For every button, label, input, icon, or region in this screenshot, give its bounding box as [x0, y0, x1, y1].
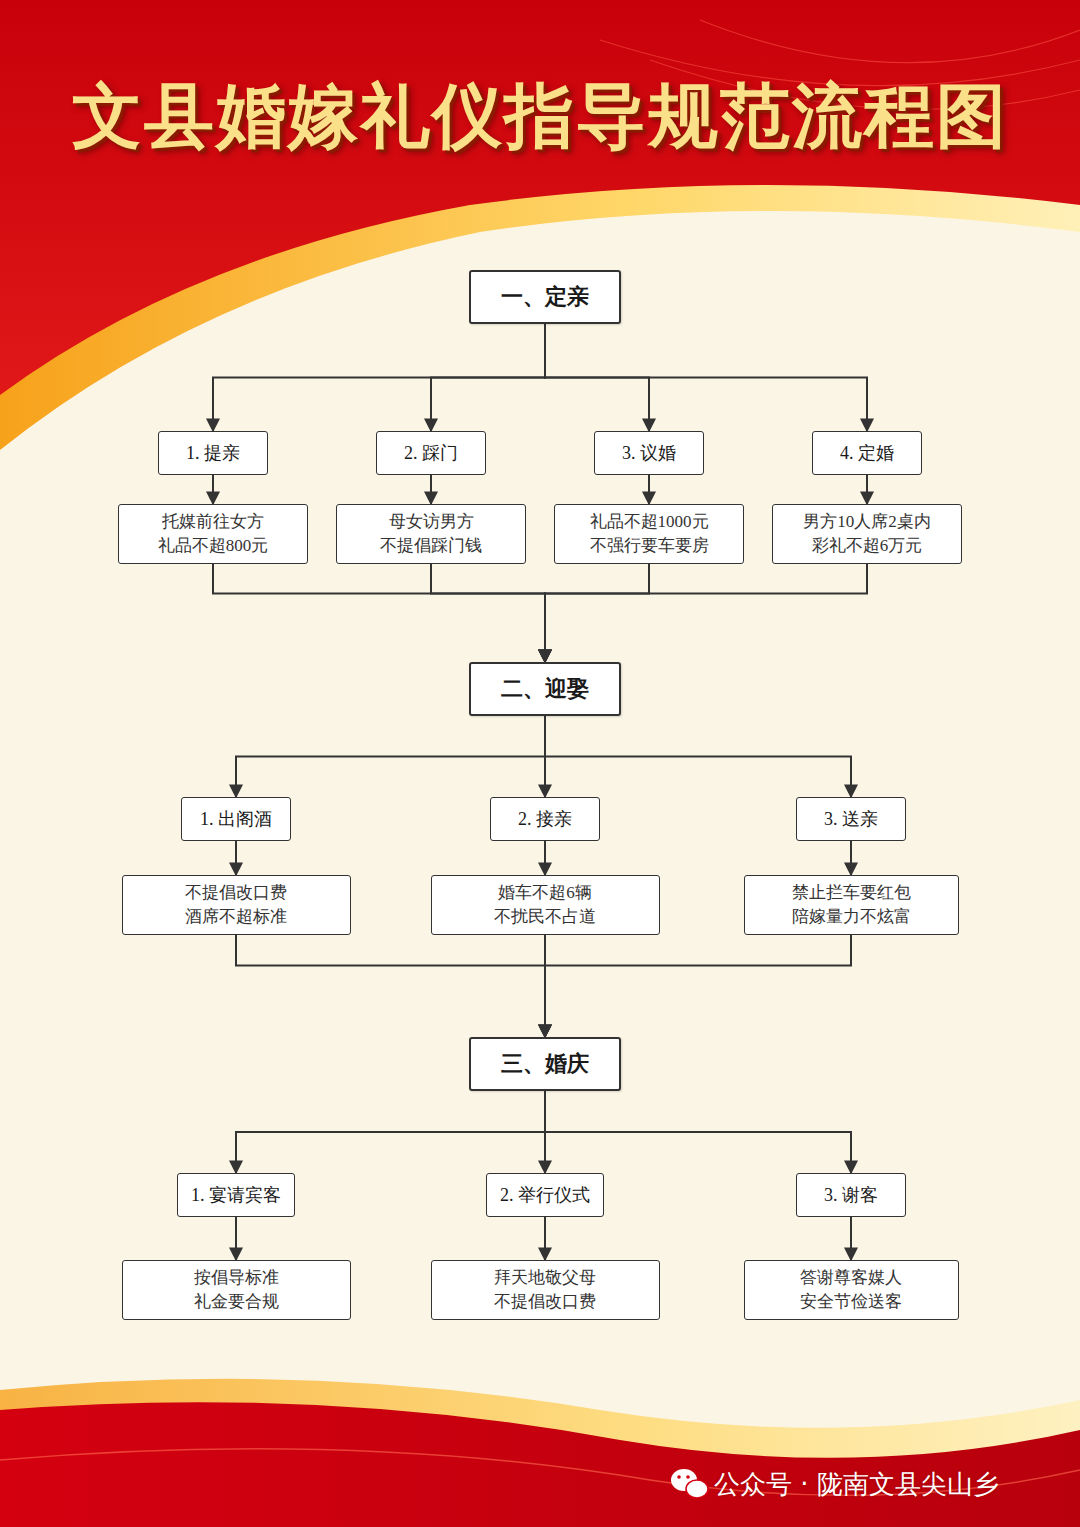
box-text: 1. 提亲 — [186, 441, 240, 465]
step-box: 1. 宴请宾客 — [177, 1173, 295, 1217]
box-text: 禁止拦车要红包 陪嫁量力不炫富 — [775, 881, 928, 929]
rule-box: 男方10人席2桌内 彩礼不超6万元 — [772, 504, 962, 564]
flow-connector — [545, 324, 867, 431]
step-box: 2. 踩门 — [376, 431, 486, 475]
box-text: 1. 出阁酒 — [200, 807, 272, 831]
step-box: 4. 定婚 — [812, 431, 922, 475]
rule-box: 托媒前往女方 礼品不超800元 — [118, 504, 308, 564]
box-text: 2. 举行仪式 — [500, 1183, 590, 1207]
box-text: 3. 议婚 — [622, 441, 676, 465]
box-text: 3. 谢客 — [824, 1183, 878, 1207]
box-text: 3. 送亲 — [824, 807, 878, 831]
watermark: 公众号 · 陇南文县尖山乡 — [714, 1467, 999, 1502]
flow-connector — [236, 716, 545, 797]
rule-box: 礼品不超1000元 不强行要车要房 — [554, 504, 744, 564]
flow-connector — [213, 564, 545, 662]
flow-connector — [545, 564, 649, 662]
box-text: 男方10人席2桌内 彩礼不超6万元 — [791, 510, 944, 558]
box-text: 三、婚庆 — [501, 1049, 589, 1079]
box-text: 婚车不超6辆 不扰民不占道 — [469, 881, 622, 929]
box-text: 二、迎娶 — [501, 674, 589, 704]
flow-connector — [236, 935, 545, 1037]
rule-box: 拜天地敬父母 不提倡改口费 — [431, 1260, 660, 1320]
flow-connector — [866, 475, 868, 504]
flow-connector — [545, 564, 867, 662]
red-footer — [0, 1402, 1080, 1527]
flow-connector — [236, 1091, 545, 1173]
flow-connector — [431, 324, 545, 431]
stage-box: 二、迎娶 — [469, 662, 621, 716]
step-box: 3. 送亲 — [796, 797, 906, 841]
flow-connector — [544, 1217, 546, 1260]
flow-connector — [431, 564, 545, 662]
flow-connector — [430, 475, 432, 504]
step-box: 2. 举行仪式 — [486, 1173, 604, 1217]
page-title: 文县婚嫁礼仪指导规范流程图 — [0, 70, 1080, 164]
flow-connector — [850, 841, 852, 875]
red-header — [0, 0, 1080, 395]
rule-box: 禁止拦车要红包 陪嫁量力不炫富 — [744, 875, 959, 935]
flow-connector — [545, 716, 851, 797]
box-text: 2. 踩门 — [404, 441, 458, 465]
box-text: 按倡导标准 礼金要合规 — [160, 1266, 313, 1314]
rule-box: 婚车不超6辆 不扰民不占道 — [431, 875, 660, 935]
box-text: 拜天地敬父母 不提倡改口费 — [469, 1266, 622, 1314]
flow-connector — [544, 841, 546, 875]
flow-connector — [545, 1091, 851, 1173]
box-text: 4. 定婚 — [840, 441, 894, 465]
flow-connector — [648, 475, 650, 504]
box-text: 托媒前往女方 礼品不超800元 — [137, 510, 290, 558]
flow-connector — [213, 324, 545, 431]
stage-box: 一、定亲 — [469, 270, 621, 324]
box-text: 2. 接亲 — [518, 807, 572, 831]
rule-box: 答谢尊客媒人 安全节俭送客 — [744, 1260, 959, 1320]
wechat-icon — [671, 1469, 708, 1498]
box-text: 答谢尊客媒人 安全节俭送客 — [775, 1266, 928, 1314]
box-text: 一、定亲 — [501, 282, 589, 312]
flow-connector — [212, 475, 214, 504]
step-box: 3. 议婚 — [594, 431, 704, 475]
step-box: 3. 谢客 — [796, 1173, 906, 1217]
step-box: 2. 接亲 — [490, 797, 600, 841]
step-box: 1. 出阁酒 — [181, 797, 291, 841]
box-text: 礼品不超1000元 不强行要车要房 — [573, 510, 726, 558]
flow-connector — [235, 841, 237, 875]
box-text: 1. 宴请宾客 — [191, 1183, 281, 1207]
rule-box: 母女访男方 不提倡踩门钱 — [336, 504, 526, 564]
gold-band — [0, 0, 1080, 450]
flow-connector — [235, 1217, 237, 1260]
rule-box: 按倡导标准 礼金要合规 — [122, 1260, 351, 1320]
rule-box: 不提倡改口费 酒席不超标准 — [122, 875, 351, 935]
stage-box: 三、婚庆 — [469, 1037, 621, 1091]
flow-connector — [850, 1217, 852, 1260]
step-box: 1. 提亲 — [158, 431, 268, 475]
flow-connector — [545, 935, 851, 1037]
box-text: 母女访男方 不提倡踩门钱 — [355, 510, 508, 558]
gold-wave — [0, 1379, 1080, 1527]
box-text: 不提倡改口费 酒席不超标准 — [160, 881, 313, 929]
